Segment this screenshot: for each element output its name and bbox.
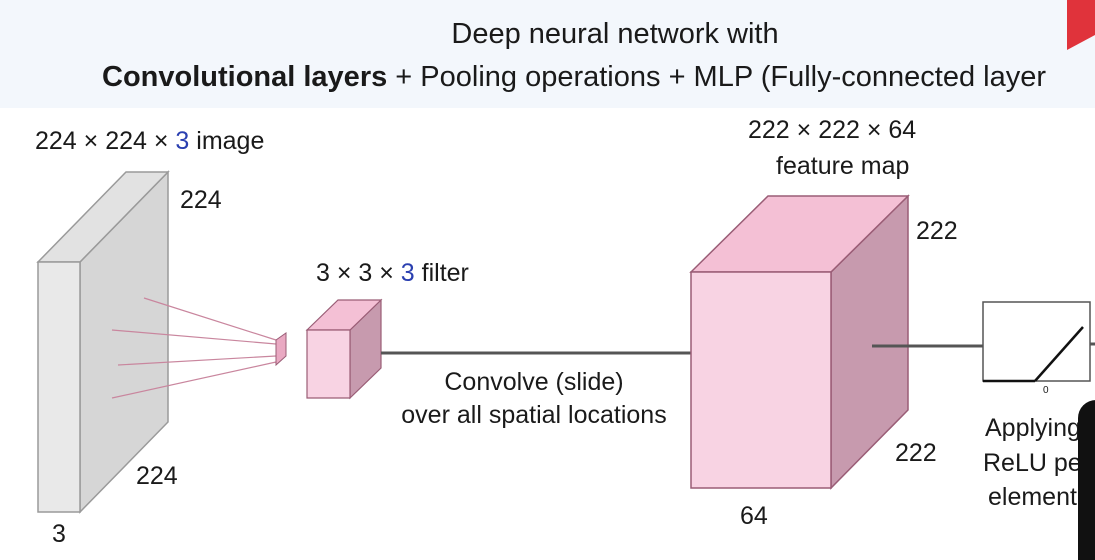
input-dims-channels: 3: [175, 127, 190, 155]
receptive-field-patch: [275, 332, 287, 367]
feature-map-width-label: 222: [895, 439, 937, 467]
relu-axis-zero-label: 0: [1043, 385, 1049, 396]
title-rest-part: + Pooling operations + MLP (Fully-connec…: [387, 61, 1047, 93]
relu-caption-line-3: element: [988, 483, 1077, 511]
feature-map-height-label: 222: [916, 217, 958, 245]
input-width-label: 224: [136, 462, 178, 490]
relu-plot-frame: [982, 301, 1091, 382]
presenter-silhouette: [1078, 400, 1095, 560]
filter-dims-label: 3 × 3 × 3 filter: [316, 259, 469, 288]
filter-dims-prefix: 3 × 3 ×: [316, 259, 401, 287]
relu-caption-line-1: Applying: [985, 414, 1081, 442]
input-volume: [36, 170, 170, 514]
title-line-2: Convolutional layers + Pooling operation…: [102, 61, 1095, 94]
feature-map-front: [690, 271, 832, 489]
cnn-diagram: [36, 170, 1095, 514]
input-volume-front: [37, 261, 81, 513]
input-dims-suffix: image: [189, 127, 265, 155]
feature-map-volume: [689, 194, 910, 490]
feature-map-name-label: feature map: [776, 152, 910, 180]
input-height-label: 224: [180, 186, 222, 214]
title-line-1: Deep neural network with: [451, 18, 779, 50]
input-dims-prefix: 224 × 224 ×: [35, 127, 176, 155]
feature-map-depth-label: 64: [740, 502, 768, 530]
relu-linear-segment: [1034, 326, 1084, 382]
convolve-caption-line-2: over all spatial locations: [401, 401, 667, 429]
receptive-field-lines: [111, 297, 277, 399]
title-bold-part: Convolutional layers: [102, 61, 388, 93]
input-dims-label: 224 × 224 × 3 image: [35, 127, 264, 156]
filter-cube-front: [306, 329, 351, 399]
input-depth-label: 3: [52, 520, 66, 548]
title-band: [0, 0, 1095, 108]
relu-caption-line-2: ReLU per: [983, 449, 1090, 477]
relu-plot: [982, 301, 1091, 383]
filter-cube: [305, 298, 383, 400]
convolve-caption-line-1: Convolve (slide): [444, 368, 624, 396]
feature-map-dims-label: 222 × 222 × 64: [748, 116, 917, 144]
filter-dims-channels: 3: [400, 259, 415, 287]
filter-dims-suffix: filter: [414, 259, 469, 287]
